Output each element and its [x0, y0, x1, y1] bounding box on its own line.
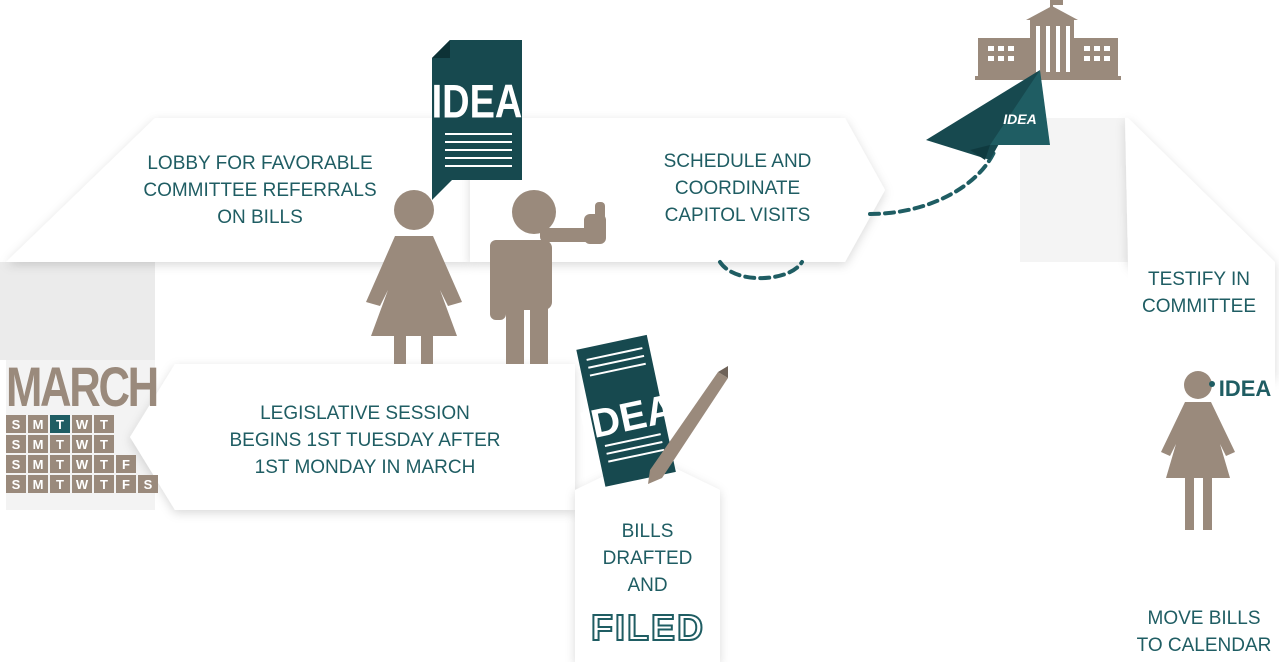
calendar-day-cell — [28, 435, 48, 453]
idea-document-icon: IDEA — [432, 40, 523, 200]
calendar-day-letter: W — [76, 477, 89, 492]
calendar-day-letter: M — [33, 457, 44, 472]
calendar-day-letter: M — [33, 417, 44, 432]
calendar-day-cell — [50, 455, 70, 473]
calendar-day-letter: W — [76, 437, 89, 452]
idea-doc-text: IDEA — [432, 76, 523, 129]
calendar-day-letter: T — [100, 477, 108, 492]
step-schedule-label: SCHEDULE AND COORDINATE CAPITOL VISITS — [663, 151, 812, 226]
calendar-day-cell — [94, 435, 114, 453]
schedule-arrow — [470, 118, 885, 262]
step-bills-drafted-label: BILLS DRAFTED AND — [602, 521, 693, 596]
calendar-day-letter: T — [56, 477, 64, 492]
calendar-day-letter: S — [12, 417, 21, 432]
calendar-day-letter: T — [100, 457, 108, 472]
bills-drafted-tab — [575, 455, 720, 662]
testify-woman-icon — [1161, 371, 1235, 530]
lobby-arrow — [6, 118, 470, 262]
calendar-day-letter: F — [122, 477, 130, 492]
testify-idea-text: IDEA — [1219, 376, 1272, 401]
calendar-day-cell — [138, 475, 158, 493]
speech-dot-icon — [1209, 381, 1215, 387]
filed-stamp-text: FILED — [590, 606, 705, 649]
calendar-day-cell — [72, 455, 92, 473]
calendar-day-cell — [28, 415, 48, 433]
calendar-day-cell — [72, 415, 92, 433]
calendar-day-cell — [6, 415, 26, 433]
calendar-day-letter: T — [56, 417, 64, 432]
session-arrow — [130, 364, 575, 510]
calendar-day-cell — [94, 415, 114, 433]
idea-document-pencil-icon: IDEA — [576, 334, 728, 487]
calendar-day-letter: W — [76, 417, 89, 432]
woman-figure-icon — [366, 190, 462, 364]
calendar-day-cell — [28, 455, 48, 473]
calendar-day-letter: W — [76, 457, 89, 472]
calendar-day-letter: T — [56, 457, 64, 472]
calendar-day-letter: T — [56, 437, 64, 452]
capitol-building-icon — [975, 0, 1121, 80]
calendar-day-letter: S — [12, 457, 21, 472]
calendar-day-letter: S — [144, 477, 153, 492]
step-session-label: LEGISLATIVE SESSION BEGINS 1ST TUESDAY A… — [229, 403, 501, 478]
calendar-day-cell — [6, 455, 26, 473]
calendar-highlight-day — [50, 415, 70, 433]
calendar-day-cell — [72, 435, 92, 453]
calendar-day-cell — [28, 475, 48, 493]
man-thumbs-up-icon — [490, 190, 606, 364]
calendar-day-cell — [94, 455, 114, 473]
calendar-day-cell — [6, 475, 26, 493]
calendar-day-cell — [116, 475, 136, 493]
calendar-day-letter: M — [33, 437, 44, 452]
plane-idea-text: IDEA — [1003, 111, 1036, 127]
calendar-day-letter: M — [33, 477, 44, 492]
calendar-day-letter: S — [12, 437, 21, 452]
calendar-day-letter: T — [100, 437, 108, 452]
step-testify-label: TESTIFY IN COMMITTEE — [1142, 269, 1256, 317]
dashed-flight-path — [718, 148, 997, 281]
calendar-day-cell — [94, 475, 114, 493]
calendar-day-cell — [50, 475, 70, 493]
calendar-day-cell — [72, 475, 92, 493]
paper-plane-icon: IDEA — [926, 70, 1050, 160]
calendar-day-letter: T — [100, 417, 108, 432]
calendar-day-cell — [6, 435, 26, 453]
calendar-month-title: MARCH — [6, 355, 159, 418]
calendar-day-letter: S — [12, 477, 21, 492]
calendar-day-cell — [50, 435, 70, 453]
calendar-day-cell — [116, 455, 136, 473]
calendar-day-letter: F — [122, 457, 130, 472]
step-lobby-label: LOBBY FOR FAVORABLE COMMITTEE REFERRALS … — [143, 153, 377, 228]
step-move-bills-label: MOVE BILLS TO CALENDAR — [1136, 608, 1272, 656]
